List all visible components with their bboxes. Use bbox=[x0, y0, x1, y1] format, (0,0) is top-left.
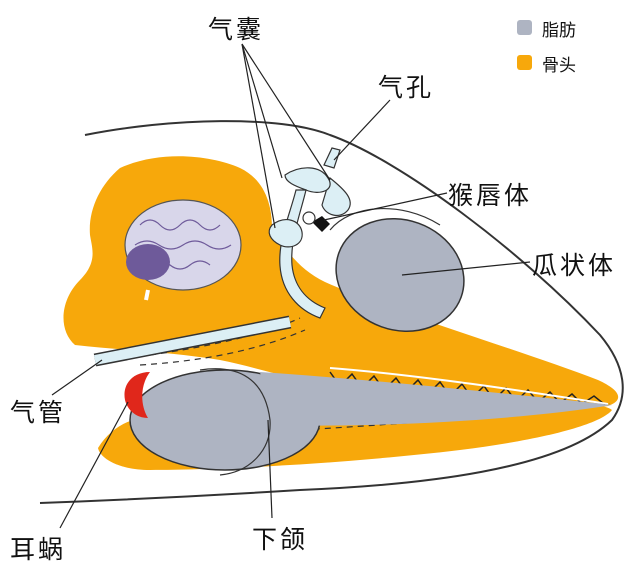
label-trachea: 气管 bbox=[10, 398, 67, 427]
leader-ear bbox=[59, 401, 129, 529]
brain-cerebellum bbox=[126, 244, 170, 280]
trachea-tube-fill bbox=[94, 317, 291, 365]
legend-label-bone: 骨头 bbox=[542, 56, 576, 76]
label-ear-bone: 耳蜗 bbox=[10, 535, 67, 564]
teeth-inner bbox=[329, 367, 609, 405]
label-blowhole: 气孔 bbox=[378, 73, 435, 102]
leader-lines bbox=[51, 43, 531, 529]
leader-melon bbox=[401, 261, 531, 276]
ear-bone bbox=[124, 372, 150, 418]
leader-monkey-lips bbox=[323, 192, 448, 221]
label-air-sacs: 气囊 bbox=[208, 15, 265, 44]
blowhole-canal bbox=[323, 147, 341, 169]
melon bbox=[335, 217, 465, 333]
monkey-lips-dot bbox=[302, 211, 316, 225]
leader-jaw bbox=[267, 419, 273, 519]
label-lower-jaw: 下颌 bbox=[252, 525, 309, 554]
leader-air-sacs-1 bbox=[241, 43, 283, 179]
brain-folds bbox=[134, 219, 232, 270]
label-melon: 瓜状体 bbox=[532, 251, 617, 280]
label-monkey-lips: 猴唇体 bbox=[448, 181, 533, 210]
legend-label-fat: 脂肪 bbox=[542, 21, 576, 41]
leader-air-sacs-3 bbox=[241, 43, 331, 181]
leader-blowhole bbox=[333, 99, 391, 161]
bone-dash-mid bbox=[139, 329, 306, 366]
legend-swatch-fat bbox=[517, 20, 532, 35]
leader-trachea bbox=[51, 359, 103, 396]
jaw-fat-tail bbox=[260, 372, 612, 426]
brain-stem bbox=[144, 289, 150, 301]
air-sac-lower bbox=[268, 219, 303, 248]
legend-swatch-bone bbox=[517, 55, 532, 70]
air-sac-branch bbox=[284, 167, 331, 193]
head-outline bbox=[39, 120, 624, 504]
jaw-contour-line bbox=[199, 368, 271, 476]
leader-air-sacs-2 bbox=[241, 43, 276, 229]
